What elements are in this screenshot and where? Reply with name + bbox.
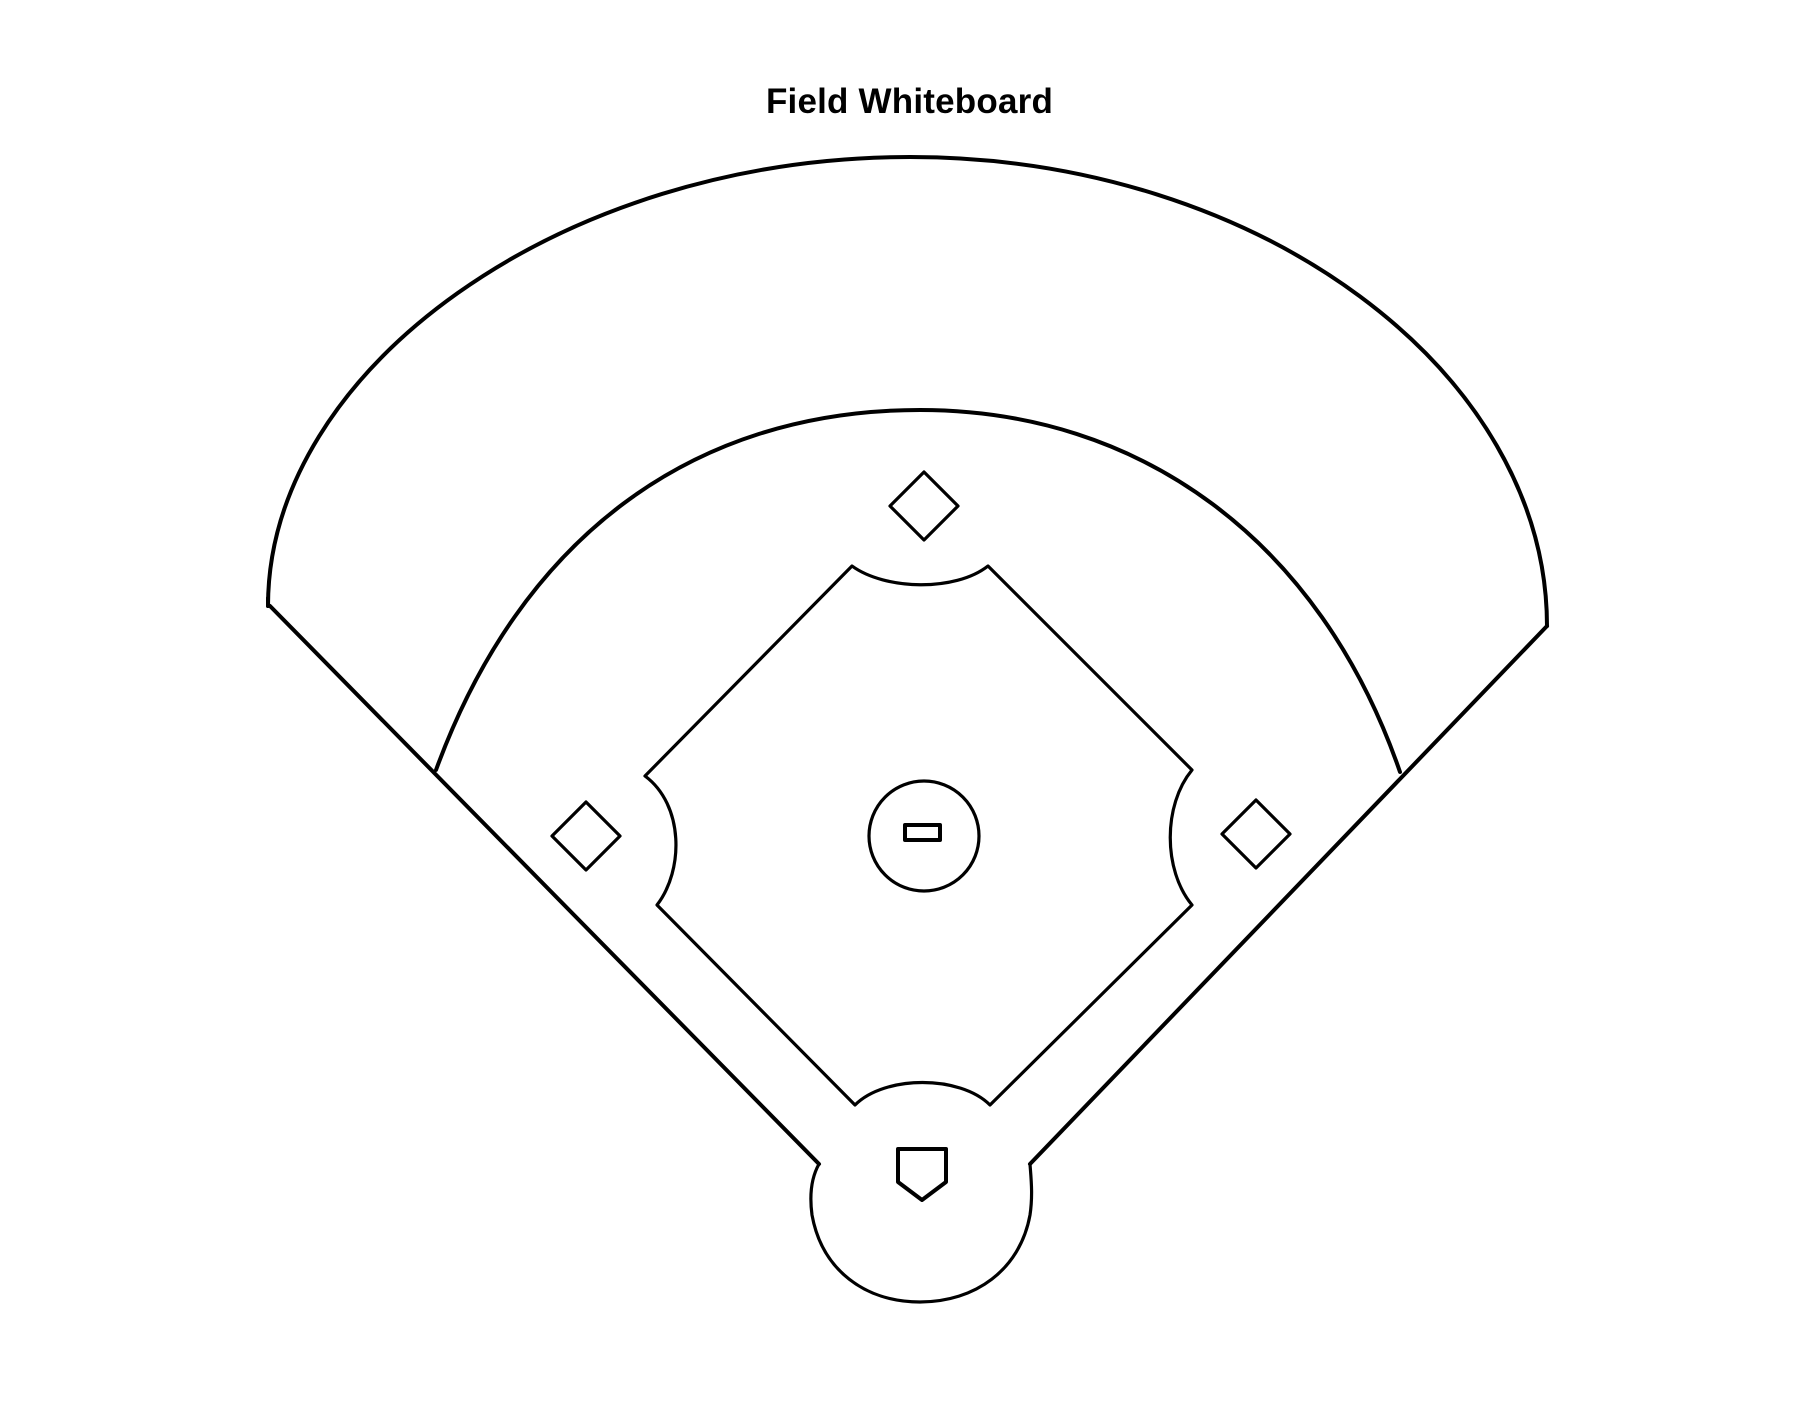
- home-plate-circle: [809, 1162, 1034, 1304]
- infield-dirt-outline: [643, 564, 1194, 1107]
- right-foul-line: [1028, 624, 1549, 1166]
- pitchers-rubber: [903, 823, 942, 842]
- third-base: [550, 800, 622, 872]
- home-plate: [896, 1147, 948, 1202]
- first-base: [1220, 798, 1292, 870]
- page-title: Field Whiteboard: [765, 82, 1054, 121]
- left-foul-line: [268, 604, 821, 1166]
- pitchers-mound: [867, 779, 981, 893]
- second-base: [888, 470, 960, 542]
- infield-arc: [434, 408, 1402, 774]
- outfield-fence: [266, 155, 1549, 628]
